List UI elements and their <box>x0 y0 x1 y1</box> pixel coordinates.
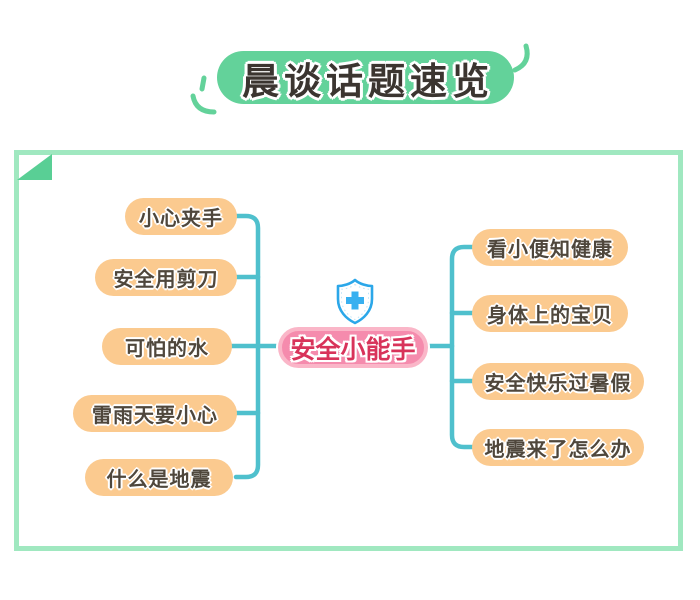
branch-node-left-1: 小心夹手 <box>125 198 237 235</box>
branch-node-right-1: 看小便知健康 <box>472 229 628 266</box>
branch-node-right-2: 身体上的宝贝 <box>472 295 628 332</box>
right-branch-spine <box>449 244 475 450</box>
branch-node-left-5: 什么是地震 <box>85 459 233 496</box>
branch-label: 身体上的宝贝 <box>487 305 613 327</box>
branch-label: 雷雨天要小心 <box>92 405 218 427</box>
shield-icon <box>336 278 374 325</box>
branch-label: 可怕的水 <box>125 338 209 360</box>
branch-label: 地震来了怎么办 <box>484 439 632 461</box>
branch-label: 小心夹手 <box>139 208 223 230</box>
branch-node-left-3: 可怕的水 <box>102 328 232 365</box>
corner-fold-icon <box>17 154 52 180</box>
branch-label: 看小便知健康 <box>487 239 613 261</box>
branch-node-left-4: 雷雨天要小心 <box>73 395 237 432</box>
accent-dash-icon <box>199 75 207 92</box>
accent-arc-right-icon <box>512 43 530 73</box>
branch-label: 安全用剪刀 <box>113 269 219 291</box>
branch-label: 安全快乐过暑假 <box>484 373 632 395</box>
title-banner: 晨谈话题速览 <box>217 51 514 104</box>
center-node: 安全小能手 <box>278 327 428 368</box>
medical-cross-icon <box>344 290 366 311</box>
accent-arc-left-icon <box>190 93 217 115</box>
branch-label: 什么是地震 <box>106 469 212 491</box>
center-node-label: 安全小能手 <box>290 335 416 364</box>
branch-node-right-3: 安全快乐过暑假 <box>472 363 644 400</box>
page-title: 晨谈话题速览 <box>242 60 494 102</box>
branch-node-left-2: 安全用剪刀 <box>95 259 237 296</box>
branch-node-right-4: 地震来了怎么办 <box>472 429 644 466</box>
